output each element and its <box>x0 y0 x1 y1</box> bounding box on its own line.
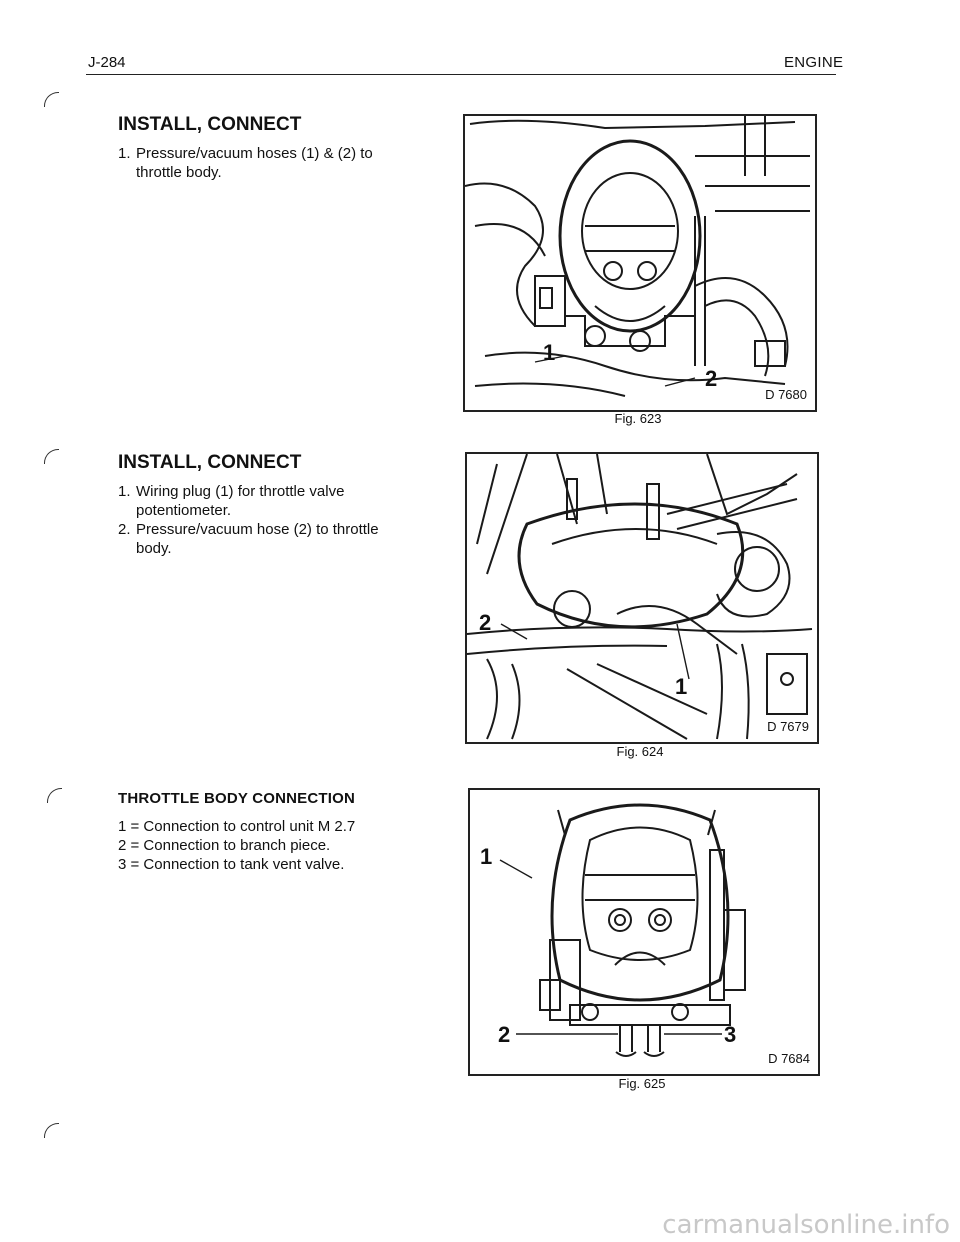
figure-623: 1 2 D 7680 <box>463 114 817 412</box>
section-install-2: INSTALL, CONNECT 1. Wiring plug (1) for … <box>118 452 408 558</box>
section-install-1: INSTALL, CONNECT 1. Pressure/vacuum hose… <box>118 114 408 182</box>
list-item: 2 = Connection to branch piece. <box>118 837 331 854</box>
figure-caption: Fig. 624 <box>616 744 664 759</box>
section-title: ENGINE <box>784 54 844 71</box>
figure-code: D 7684 <box>766 1051 812 1066</box>
callout-1: 1 <box>675 674 687 699</box>
section-heading: INSTALL, CONNECT <box>118 114 302 135</box>
step-list: 1. Pressure/vacuum hoses (1) & (2) to th… <box>118 144 408 182</box>
list-item: 3 = Connection to tank vent valve. <box>118 856 345 873</box>
margin-mark <box>44 1123 59 1138</box>
callout-3: 3 <box>724 1022 736 1047</box>
step-list: 1. Wiring plug (1) for throttle valve po… <box>118 482 408 558</box>
list-item: 1. Wiring plug (1) for throttle valve po… <box>118 483 345 519</box>
figure-624: 2 1 D 7679 <box>465 452 819 744</box>
watermark-text[interactable]: carmanualsonline.info <box>662 1210 950 1240</box>
list-item: 2. Pressure/vacuum hose (2) to throttle … <box>118 521 379 557</box>
figure-625: 1 2 3 D 7684 <box>468 788 820 1076</box>
callout-2: 2 <box>479 610 491 635</box>
section-heading: INSTALL, CONNECT <box>118 452 302 473</box>
figure-illustration: 2 1 <box>467 454 813 740</box>
section-heading: THROTTLE BODY CONNECTION <box>118 790 356 807</box>
header-rule <box>86 74 836 75</box>
page-number: J-284 <box>88 54 126 71</box>
list-item: 1. Pressure/vacuum hoses (1) & (2) to th… <box>118 145 373 181</box>
figure-caption: Fig. 623 <box>614 411 662 426</box>
callout-1: 1 <box>543 340 555 365</box>
figure-code: D 7679 <box>765 719 811 734</box>
margin-mark <box>44 92 59 107</box>
margin-mark <box>44 449 59 464</box>
figure-illustration: 1 2 <box>465 116 810 397</box>
figure-illustration: 1 2 3 <box>480 803 746 1057</box>
callout-1: 1 <box>480 844 492 869</box>
legend-list: 1 = Connection to control unit M 2.7 2 =… <box>118 817 408 874</box>
figure-caption: Fig. 625 <box>618 1076 666 1091</box>
callout-2: 2 <box>705 366 717 391</box>
section-throttle-connection: THROTTLE BODY CONNECTION 1 = Connection … <box>118 790 408 874</box>
figure-code: D 7680 <box>763 387 809 402</box>
margin-mark <box>47 788 62 803</box>
callout-2: 2 <box>498 1022 510 1047</box>
list-item: 1 = Connection to control unit M 2.7 <box>118 818 356 835</box>
